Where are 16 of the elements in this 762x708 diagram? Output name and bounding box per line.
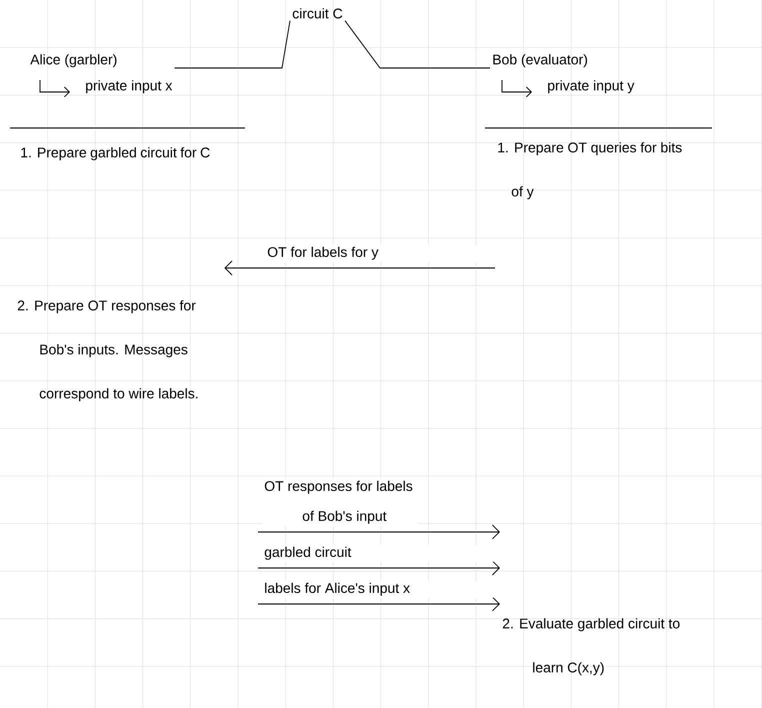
party-header: Bob (evaluator) private input y: [493, 54, 634, 94]
step-text: 1. Prepare OT queries for bits of y: [498, 142, 682, 200]
step-text: 1. Prepare garbled circuit for C: [21, 147, 210, 160]
step-text: 2. Prepare OT responses for Bob's inputs. Messages correspond to wire labels.: [18, 300, 198, 402]
message-arrow: [258, 596, 500, 612]
title-label: circuit C: [292, 8, 342, 18]
connector-line: [174, 20, 290, 68]
message-arrow: [258, 560, 500, 576]
step-text: 2. Evaluate garbled circuit to learn C(x,y): [502, 618, 680, 676]
edge-label: labels for Alice's input x: [265, 582, 410, 596]
message-arrow: [258, 524, 500, 540]
connector-line: [344, 20, 490, 68]
party-header: Alice (garbler) private input x: [30, 54, 172, 94]
edge-label: garbled circuit: [264, 546, 352, 560]
message-arrow: [224, 260, 496, 276]
edge-label: OT for labels for y: [268, 246, 378, 260]
